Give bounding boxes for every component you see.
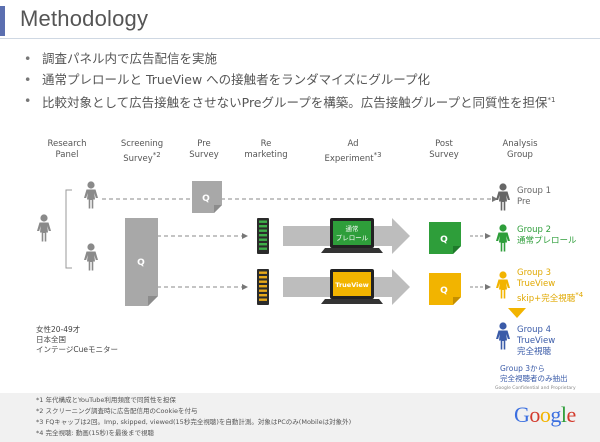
- column-header-screening-survey: Screening Survey*2: [107, 139, 177, 165]
- column-footnote-ref: *2: [152, 151, 161, 159]
- person-icon: [84, 243, 98, 271]
- column-header-line: Survey: [123, 153, 153, 164]
- logo-letter: g: [550, 402, 561, 427]
- group-line: Group 3: [517, 268, 551, 278]
- survey-q-label: Q: [202, 194, 210, 204]
- bullet-text: 通常プレロールと TrueView への接触者をランダマイズにグループ化: [42, 72, 431, 87]
- laptop-screen-label: TrueView: [335, 281, 369, 289]
- column-header-line: Experiment: [324, 153, 374, 164]
- group-line: Pre: [517, 197, 531, 207]
- bullet-text: 調査パネル内で広告配信を実施: [42, 51, 218, 66]
- person-icon: [496, 224, 510, 252]
- column-header-line: Group: [507, 150, 533, 160]
- bullet-item: 調査パネル内で広告配信を実施: [20, 48, 590, 69]
- person-icon: [496, 183, 510, 211]
- survey-q-label: Q: [440, 235, 448, 245]
- column-header-line: Pre: [197, 139, 211, 149]
- column-header-line: Panel: [55, 150, 79, 160]
- bullet-list: 調査パネル内で広告配信を実施 通常プレロールと TrueView への接触者をラ…: [20, 48, 590, 113]
- person-icon: [496, 271, 510, 299]
- column-header-line: Ad: [347, 139, 359, 149]
- group-note-line: 完全視聴者のみ抽出: [500, 374, 568, 383]
- title-accent-bar: [0, 6, 5, 36]
- survey-q-label: Q: [440, 286, 448, 296]
- survey-q-label: Q: [137, 258, 145, 268]
- down-triangle-icon: [508, 308, 526, 318]
- group-1-label: Group 1 Pre: [517, 186, 551, 208]
- column-header-research-panel: Research Panel: [32, 139, 102, 161]
- group-line: 通常プレロール: [517, 236, 577, 246]
- panel-description-line: 日本全国: [36, 335, 66, 344]
- group-4-note: Group 3から 完全視聴者のみ抽出: [500, 364, 568, 384]
- google-logo: Google: [514, 402, 576, 428]
- group-line: Group 2: [517, 225, 551, 235]
- group-footnote-ref: *4: [575, 291, 584, 299]
- column-header-line: marketing: [244, 150, 288, 160]
- group-line: TrueView: [517, 336, 556, 346]
- person-icon: [84, 181, 98, 209]
- footnote: *4 完全視聴: 動画(15秒)を最後まで視聴: [36, 429, 155, 437]
- screening-survey-tile: Q: [125, 218, 158, 306]
- column-header-ad-experiment: Ad Experiment*3: [318, 139, 388, 165]
- bracket: [65, 189, 72, 269]
- group-3-label: Group 3 TrueView skip+完全視聴*4: [517, 268, 583, 305]
- title-divider: [0, 38, 600, 39]
- column-header-analysis-group: Analysis Group: [485, 139, 555, 161]
- group-4-label: Group 4 TrueView 完全視聴: [517, 325, 555, 358]
- footnote: *1 年代構成とYouTube利用頻度で同質性を担保: [36, 396, 176, 404]
- panel-description-line: 女性20-49才: [36, 325, 81, 334]
- group-line: 完全視聴: [517, 347, 552, 357]
- footnotes: *1 年代構成とYouTube利用頻度で同質性を担保 *2 スクリーニング調査時…: [0, 393, 600, 442]
- logo-letter: G: [514, 402, 530, 427]
- bullet-text: 比較対象として広告接触をさせないPreグループを構築。広告接触グループと同質性を…: [42, 95, 548, 111]
- footnote: *2 スクリーニング調査時に広告配信用のCookieを付与: [36, 407, 198, 415]
- post-survey-tile-green: Q: [429, 222, 461, 254]
- logo-letter: l: [560, 402, 567, 427]
- group-2-label: Group 2 通常プレロール: [517, 225, 577, 247]
- logo-letter: o: [539, 402, 551, 427]
- server-icon: [257, 218, 269, 254]
- bullet-item: 比較対象として広告接触をさせないPreグループを構築。広告接触グループと同質性を…: [20, 90, 590, 113]
- column-header-pre-survey: Pre Survey: [169, 139, 239, 161]
- column-header-line: Research: [47, 139, 87, 149]
- column-footnote-ref: *3: [373, 151, 382, 159]
- column-header-line: Screening: [120, 139, 164, 149]
- column-header-remarketing: Re marketing: [231, 139, 301, 161]
- logo-letter: e: [566, 402, 577, 427]
- group-line: TrueView: [517, 279, 556, 289]
- laptop-screen-label: 通常: [346, 224, 359, 233]
- column-header-post-survey: Post Survey: [409, 139, 479, 161]
- column-header-line: Re: [260, 139, 272, 149]
- column-header-line: Analysis: [502, 139, 538, 149]
- post-survey-tile-yellow: Q: [429, 273, 461, 305]
- server-icon: [257, 269, 269, 305]
- laptop-icon: TrueView: [321, 269, 383, 304]
- laptop-icon: 通常 プレロール: [321, 218, 383, 253]
- pre-survey-tile: Q: [192, 181, 222, 213]
- panel-description-line: インテージCueモニター: [36, 345, 118, 354]
- column-header-line: Survey: [429, 150, 459, 160]
- panel-description: 女性20-49才 日本全国 インテージCueモニター: [36, 325, 118, 355]
- page-title: Methodology: [20, 6, 149, 31]
- confidential-notice: Google Confidential and Proprietary: [495, 386, 576, 391]
- group-note-line: Group 3から: [500, 364, 545, 373]
- logo-letter: o: [529, 402, 540, 427]
- group-line: Group 1: [517, 186, 551, 196]
- laptop-screen-label: プレロール: [336, 234, 369, 242]
- group-line: Group 4: [517, 325, 551, 335]
- group-line: skip+完全視聴: [517, 293, 576, 304]
- column-header-line: Post: [435, 139, 453, 149]
- person-icon: [37, 214, 51, 242]
- column-header-line: Survey: [189, 150, 219, 160]
- footnote: *3 FQキャップは2回。Imp, skipped, viewed(15秒完全視…: [36, 418, 352, 426]
- person-icon: [496, 322, 510, 350]
- bullet-footnote-ref: *1: [547, 96, 556, 104]
- bullet-item: 通常プレロールと TrueView への接触者をランダマイズにグループ化: [20, 69, 590, 90]
